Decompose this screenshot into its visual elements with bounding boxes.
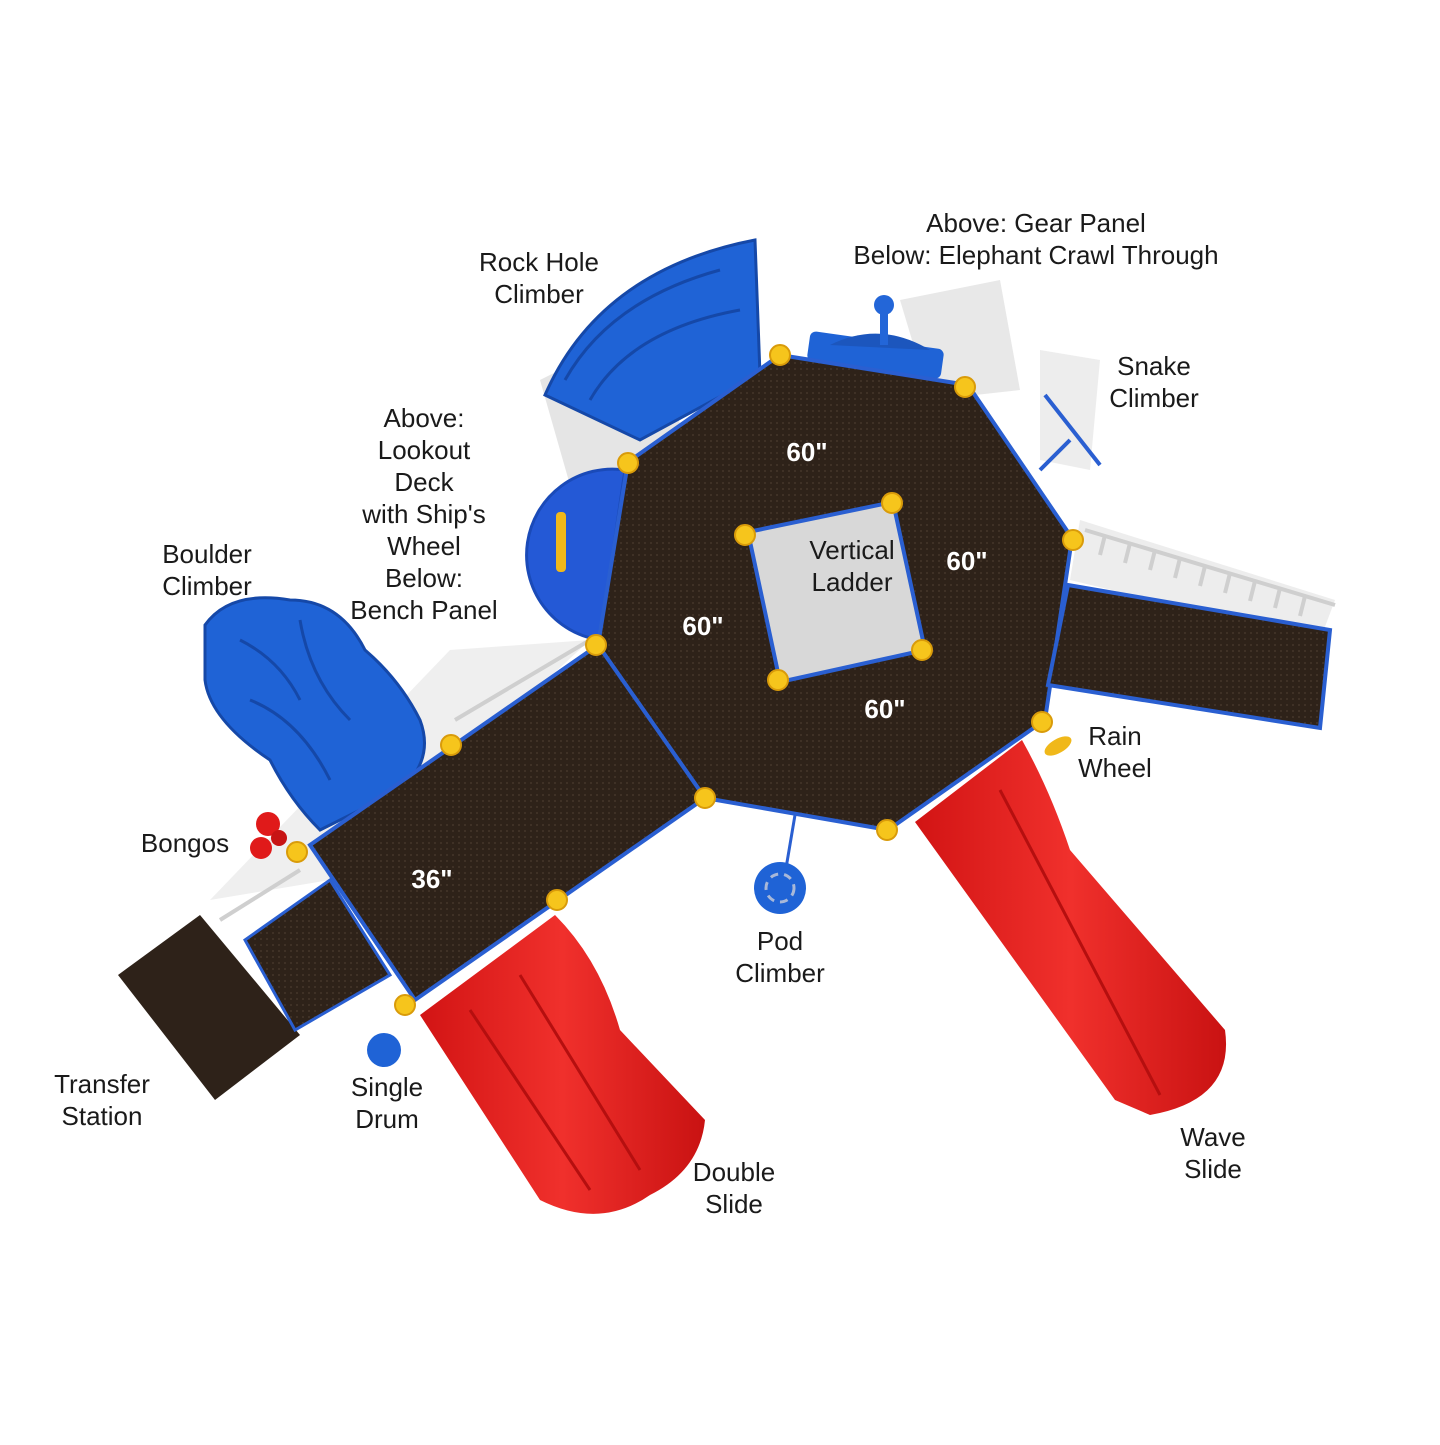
double-slide [420, 915, 705, 1214]
gear-panel [807, 295, 944, 379]
pod-climber [754, 814, 806, 914]
bongos [250, 812, 287, 859]
label-single-drum: Single Drum [350, 1072, 424, 1134]
deck-height-right: 60" [946, 546, 988, 576]
transfer-station [118, 877, 393, 1100]
boulder-climber [203, 596, 426, 832]
snake-climber-frame [1038, 393, 1102, 472]
label-rock-hole-climber: Rock Hole Climber [479, 247, 599, 309]
right-bridge [1045, 582, 1333, 731]
label-snake-climber: Snake Climber [1109, 351, 1199, 413]
label-boulder-climber: Boulder Climber [162, 539, 252, 601]
rain-wheel [1044, 736, 1072, 756]
label-gear-panel: Above: Gear Panel Below: Elephant Crawl … [853, 208, 1219, 270]
label-wave-slide: Wave Slide [1180, 1122, 1246, 1184]
label-rain-wheel: Rain Wheel [1078, 721, 1152, 783]
label-transfer-station: Transfer Station [54, 1069, 150, 1131]
railing-right [1084, 528, 1336, 617]
lookout-deck [525, 467, 627, 642]
label-bongos: Bongos [140, 828, 230, 858]
single-drum [367, 1033, 401, 1067]
label-vertical-ladder: Vertical Ladder [809, 535, 895, 597]
deck-height-bottom: 60" [864, 694, 906, 724]
label-lookout-deck: Above: Lookout Deck with Ship's Wheel Be… [350, 403, 498, 625]
clamps [286, 344, 1084, 1016]
rock-hole-climber [543, 238, 762, 442]
deck-height-lower: 36" [411, 864, 453, 894]
deck-height-left: 60" [682, 611, 724, 641]
railing-left [218, 638, 592, 922]
label-double-slide: Double Slide [692, 1157, 776, 1219]
label-pod-climber: Pod Climber [735, 926, 825, 988]
deck-height-top: 60" [786, 437, 828, 467]
